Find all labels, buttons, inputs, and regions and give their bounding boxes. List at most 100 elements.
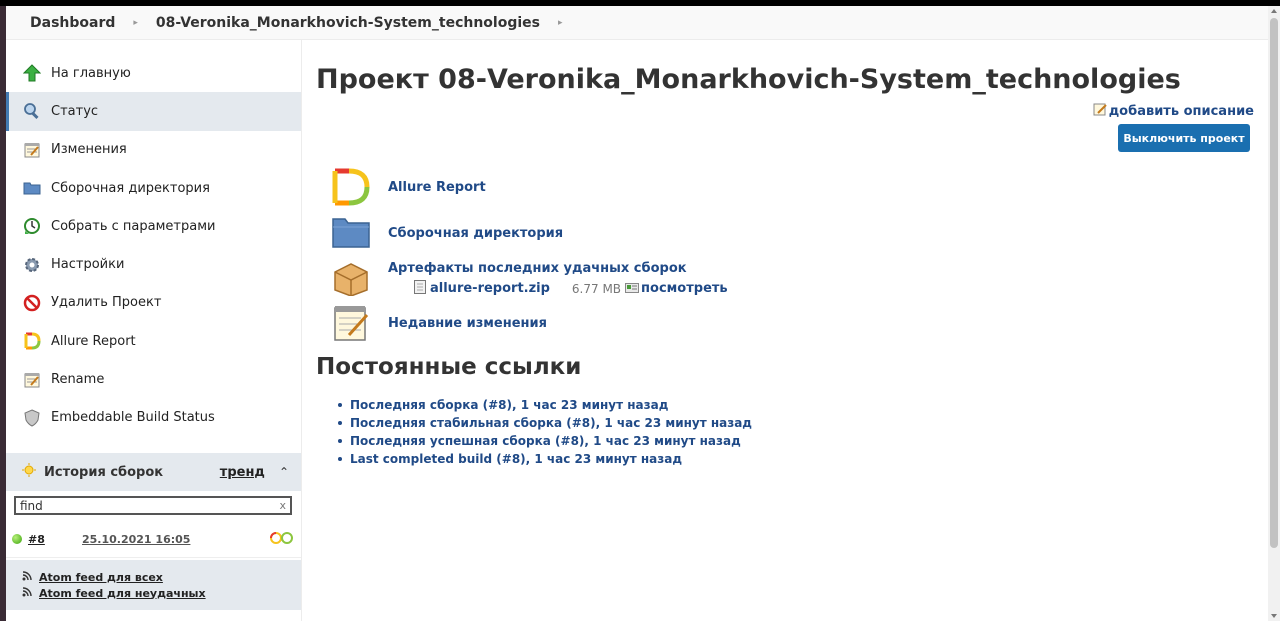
sidebar-item-allure-report[interactable]: Allure Report xyxy=(6,322,301,360)
permalink-last-successful-build[interactable]: Последняя успешная сборка (#8), 1 час 23… xyxy=(350,434,741,448)
scroll-down-icon[interactable] xyxy=(1271,614,1277,618)
sidebar-item-label: Изменения xyxy=(51,142,127,158)
bullet-icon xyxy=(338,403,342,407)
gear-icon xyxy=(22,255,42,275)
sidebar-item-workspace[interactable]: Сборочная директория xyxy=(6,169,301,207)
page-title: Проект 08-Veronika_Monarkhovich-System_t… xyxy=(316,64,1181,95)
artifacts-link[interactable]: Артефакты последних удачных сборок xyxy=(388,261,687,276)
build-search-input[interactable] xyxy=(20,498,280,513)
notepad-icon xyxy=(22,370,42,390)
build-history-header: История сборок тренд ⌃ xyxy=(6,453,301,491)
sun-icon xyxy=(22,463,36,481)
add-description-label[interactable]: добавить описание xyxy=(1108,103,1254,119)
atom-feed-all-link[interactable]: Atom feed для всех xyxy=(22,569,301,585)
file-icon xyxy=(414,280,426,297)
breadcrumb-project[interactable]: 08-Veronika_Monarkhovich-System_technolo… xyxy=(155,14,540,31)
sidebar-item-label: Удалить Проект xyxy=(51,295,162,311)
atom-feed-failed-link[interactable]: Atom feed для неудачных xyxy=(22,585,301,601)
success-ball-icon xyxy=(12,534,22,544)
atom-feed-all-label: Atom feed для всех xyxy=(39,570,163,584)
sidebar-item-home[interactable]: На главную xyxy=(6,54,301,92)
bullet-icon xyxy=(338,457,342,461)
breadcrumb-dashboard[interactable]: Dashboard xyxy=(30,14,116,31)
build-history-widget: История сборок тренд ⌃ x #8 25.10.2021 1… xyxy=(6,453,301,610)
sidebar: На главную Статус Изменения Сборочная ди… xyxy=(6,40,301,621)
build-history-title: История сборок xyxy=(44,464,164,480)
sidebar-item-label: Embeddable Build Status xyxy=(51,410,215,426)
sidebar-item-label: Собрать с параметрами xyxy=(51,218,216,234)
build-date-link[interactable]: 25.10.2021 16:05 xyxy=(82,532,191,546)
trend-link[interactable]: тренд xyxy=(219,464,265,480)
sidebar-item-build-with-params[interactable]: Собрать с параметрами xyxy=(6,207,301,245)
breadcrumb-separator-icon[interactable]: ▸ xyxy=(558,17,563,28)
no-entry-icon xyxy=(22,293,42,313)
add-description-link[interactable]: добавить описание xyxy=(1093,102,1254,120)
changes-summary: Недавние изменения xyxy=(330,302,547,344)
artifact-row: allure-report.zip 6.77 MB посмотреть xyxy=(414,280,750,297)
sidebar-item-label: На главную xyxy=(51,65,131,81)
clock-icon xyxy=(22,216,42,236)
sidebar-item-changes[interactable]: Изменения xyxy=(6,131,301,169)
build-row[interactable]: #8 25.10.2021 16:05 xyxy=(6,521,301,558)
rss-icon xyxy=(22,586,32,600)
page-scrollbar[interactable] xyxy=(1268,6,1280,621)
sidebar-item-label: Allure Report xyxy=(51,333,136,349)
list-item: Последняя успешная сборка (#8), 1 час 23… xyxy=(338,432,752,450)
workspace-link[interactable]: Сборочная директория xyxy=(388,225,564,241)
sidebar-item-label: Сборочная директория xyxy=(51,180,210,196)
allure-report-badge-icon[interactable] xyxy=(269,531,295,547)
sidebar-item-label: Rename xyxy=(51,372,105,388)
list-item: Last completed build (#8), 1 час 23 мину… xyxy=(338,450,752,468)
folder-icon[interactable] xyxy=(330,212,372,254)
artifact-view-link[interactable]: посмотреть xyxy=(641,281,728,296)
view-icon[interactable] xyxy=(625,282,640,296)
disable-project-button[interactable]: Выключить проект xyxy=(1118,124,1250,152)
up-arrow-icon xyxy=(22,63,42,83)
rss-icon xyxy=(22,570,32,584)
scroll-up-icon[interactable] xyxy=(1271,9,1277,13)
chevron-up-icon[interactable]: ⌃ xyxy=(278,465,289,479)
list-item: Последняя сборка (#8), 1 час 23 минут на… xyxy=(338,396,752,414)
breadcrumb: Dashboard ▸ 08-Veronika_Monarkhovich-Sys… xyxy=(6,6,1268,40)
sidebar-item-rename[interactable]: Rename xyxy=(6,360,301,398)
artifact-file-link[interactable]: allure-report.zip xyxy=(430,281,550,296)
recent-changes-link[interactable]: Недавние изменения xyxy=(388,315,547,331)
sidebar-item-settings[interactable]: Настройки xyxy=(6,245,301,283)
scrollbar-thumb[interactable] xyxy=(1270,18,1278,548)
sidebar-item-label: Статус xyxy=(51,103,99,119)
window-top-edge xyxy=(0,0,1280,6)
allure-report-summary: Allure Report xyxy=(330,166,486,208)
permalink-last-build[interactable]: Последняя сборка (#8), 1 час 23 минут на… xyxy=(350,398,669,412)
sidebar-item-delete-project[interactable]: Удалить Проект xyxy=(6,284,301,322)
permalink-last-completed-build[interactable]: Last completed build (#8), 1 час 23 мину… xyxy=(350,452,683,466)
feed-links: Atom feed для всех Atom feed для неудачн… xyxy=(6,560,301,610)
permalink-last-stable-build[interactable]: Последняя стабильная сборка (#8), 1 час … xyxy=(350,416,752,430)
window-left-edge xyxy=(0,6,6,621)
notepad-icon xyxy=(22,140,42,160)
sidebar-item-status[interactable]: Статус xyxy=(6,92,301,131)
artifacts-summary: Артефакты последних удачных сборок xyxy=(330,257,687,299)
main-panel: Проект 08-Veronika_Monarkhovich-System_t… xyxy=(301,40,1268,621)
folder-icon xyxy=(22,178,42,198)
allure-icon[interactable] xyxy=(330,166,372,208)
sidebar-item-embeddable-build-status[interactable]: Embeddable Build Status xyxy=(6,399,301,437)
edit-icon xyxy=(1093,102,1107,120)
allure-report-link[interactable]: Allure Report xyxy=(388,179,486,195)
package-icon[interactable] xyxy=(330,257,372,299)
workspace-summary: Сборочная директория xyxy=(330,212,563,254)
permalinks-heading: Постоянные ссылки xyxy=(316,354,582,380)
clear-icon[interactable]: x xyxy=(279,499,286,512)
notepad-icon[interactable] xyxy=(330,302,372,344)
atom-feed-failed-label: Atom feed для неудачных xyxy=(39,586,206,600)
bullet-icon xyxy=(338,421,342,425)
build-search-box: x xyxy=(14,496,292,515)
build-search: x xyxy=(6,491,301,521)
breadcrumb-separator-icon[interactable]: ▸ xyxy=(133,17,138,28)
permalinks-list: Последняя сборка (#8), 1 час 23 минут на… xyxy=(338,396,752,468)
allure-icon xyxy=(22,331,42,351)
task-list: На главную Статус Изменения Сборочная ди… xyxy=(6,40,301,437)
list-item: Последняя стабильная сборка (#8), 1 час … xyxy=(338,414,752,432)
shield-icon xyxy=(22,408,42,428)
search-icon xyxy=(22,101,42,121)
build-number-link[interactable]: #8 xyxy=(28,532,45,546)
